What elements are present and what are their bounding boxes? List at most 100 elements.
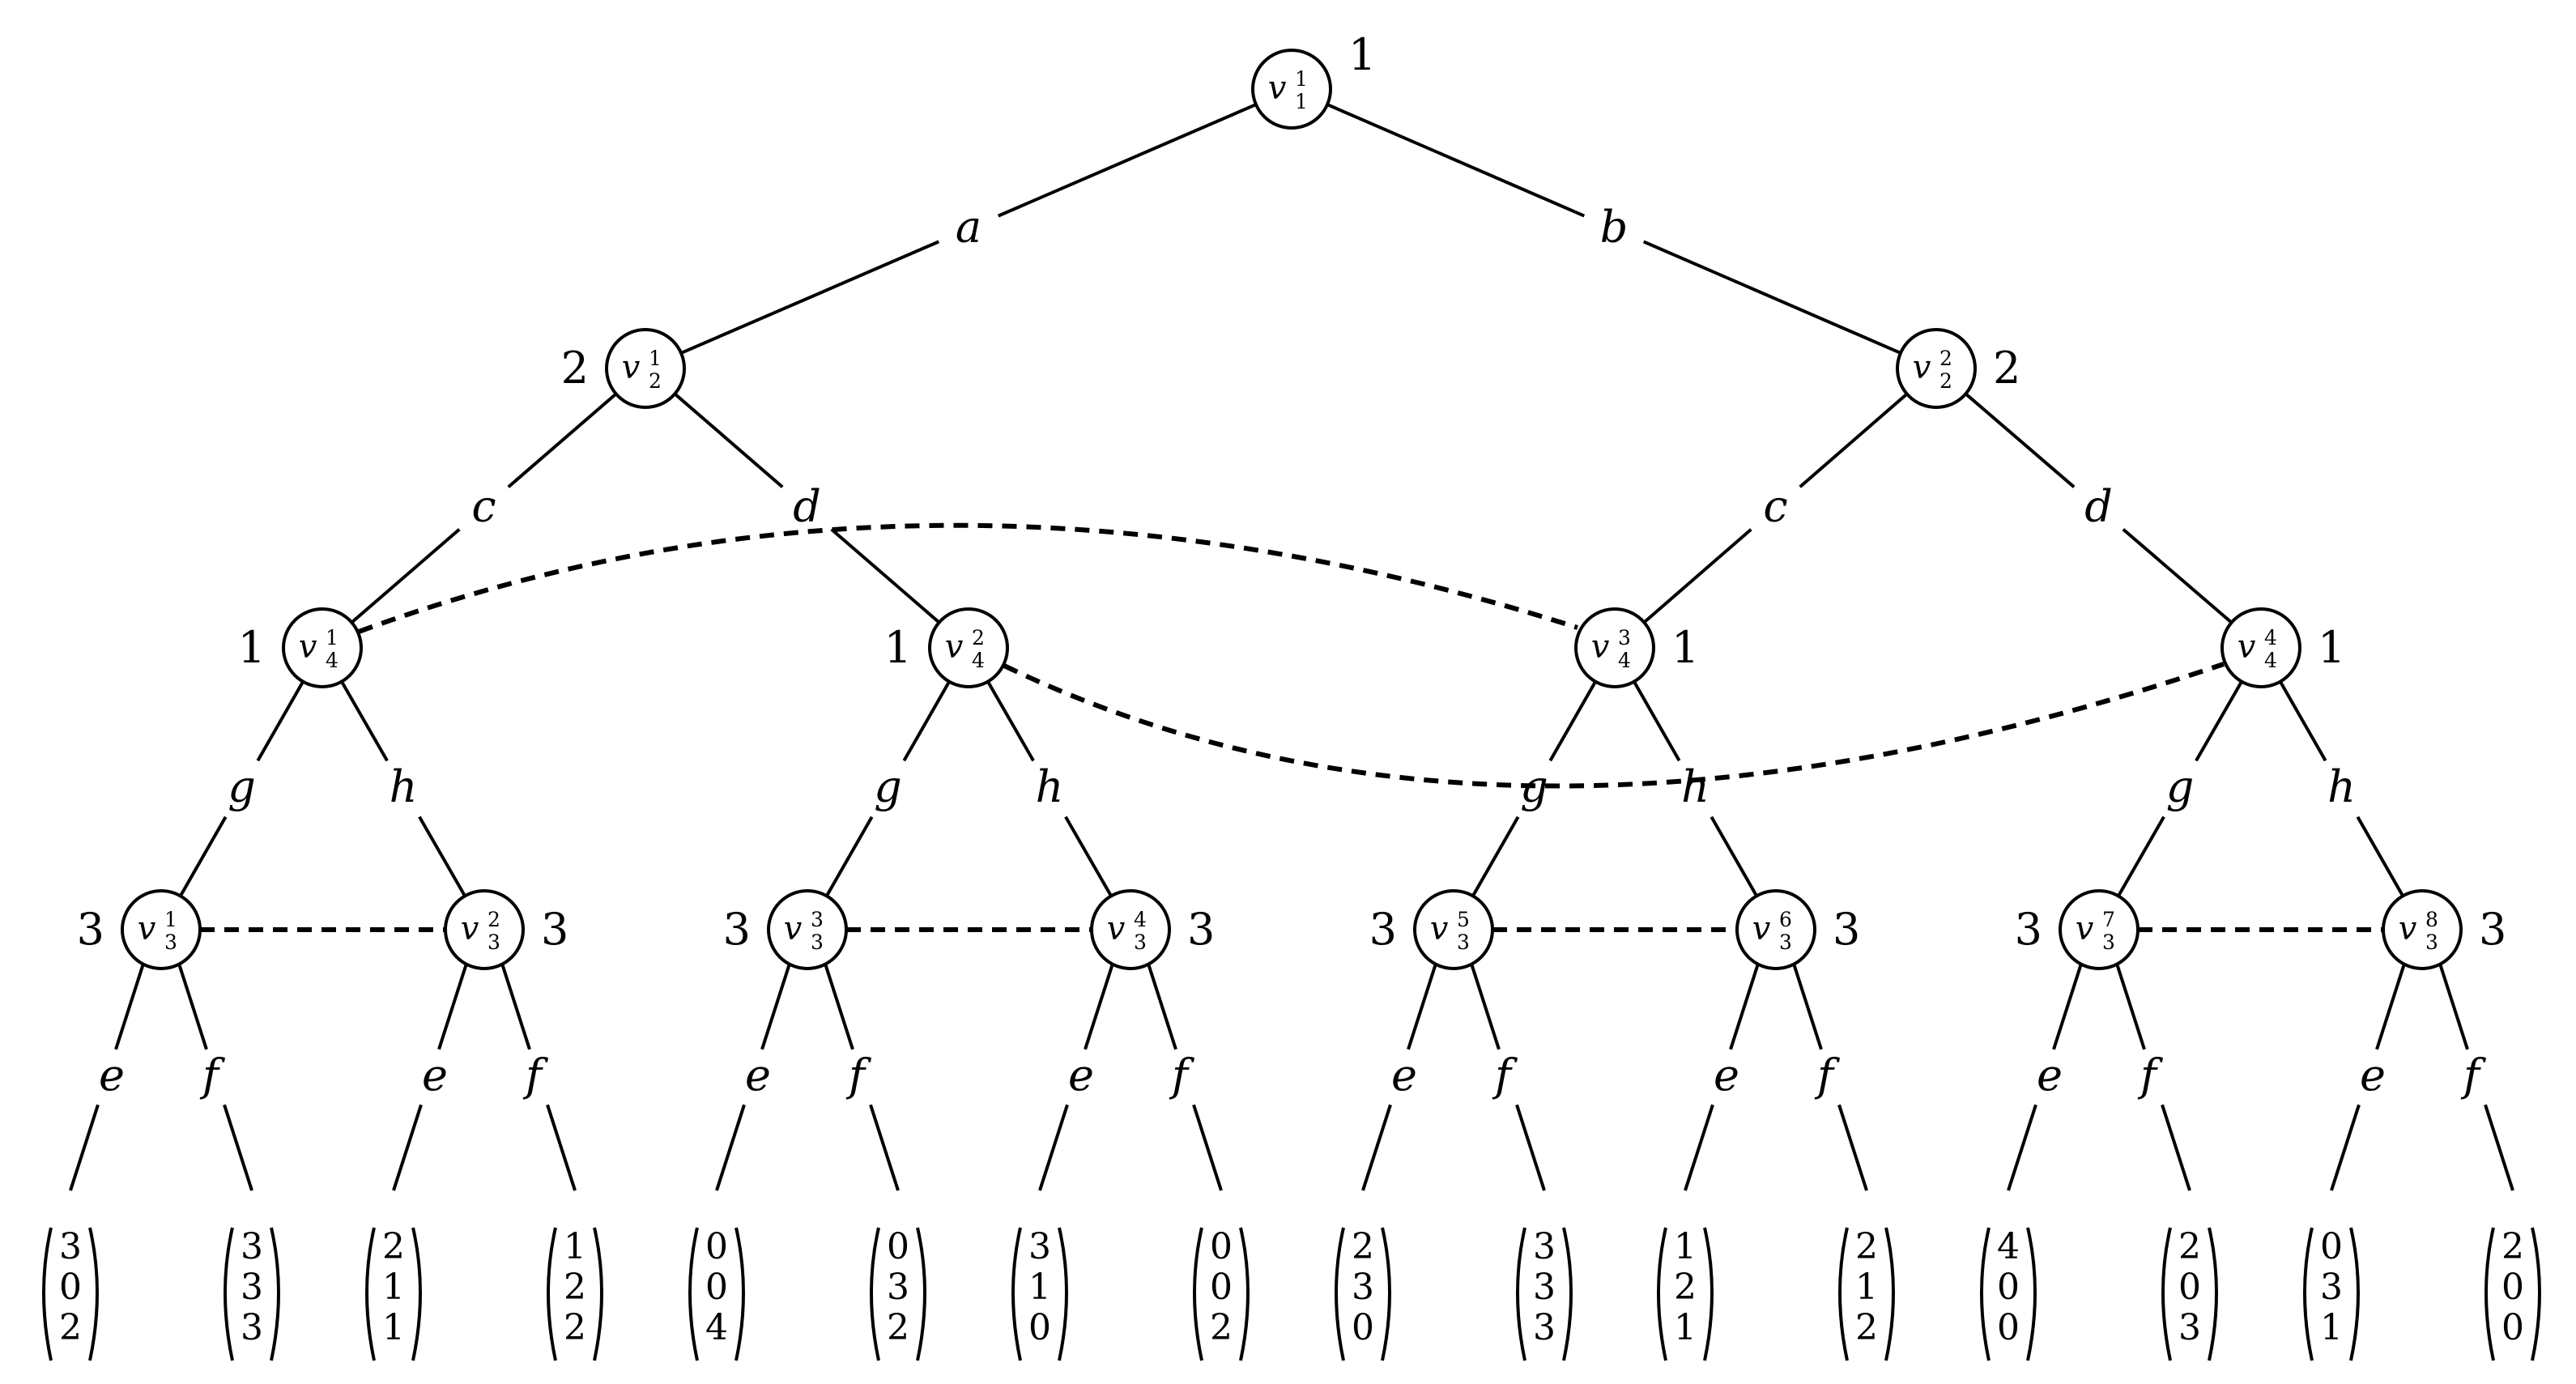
left-paren [547,1227,557,1361]
payoff-entry: 0 [1210,1267,1233,1308]
leaf-edge-segment [223,1104,253,1191]
player-label: 3 [1369,904,1397,955]
leaf-edge-segment [2484,1104,2514,1191]
payoff-vector: 200 [2484,1226,2541,1361]
action-label: h [1036,761,1064,812]
action-label: e [1714,1050,1739,1101]
leaf-edge-segment [2438,963,2469,1050]
leaf-edge-segment [500,963,531,1050]
leaf-edge-segment [869,1104,900,1191]
node-subscript: 1 [1295,90,1308,113]
node-circle [767,889,848,970]
node-circle [2220,607,2301,688]
left-paren [1838,1227,1849,1361]
payoff-entry: 1 [1028,1267,1051,1308]
action-label: f [1814,1050,1840,1101]
node-circle [1251,49,1332,130]
node-label: v [945,628,964,666]
action-label: e [745,1050,771,1101]
action-label: e [99,1050,125,1101]
player-label: 3 [2479,904,2506,955]
action-label: e [2037,1050,2063,1101]
leaf-edge-segment [1038,1104,1069,1191]
information-set-line [357,522,1578,634]
right-paren [2349,1227,2360,1361]
leaf-edge-segment [2007,1104,2037,1191]
right-paren [916,1227,926,1361]
left-paren [870,1227,880,1361]
right-paren [1058,1227,1068,1361]
payoff-entry: 3 [1533,1267,1556,1308]
tree-edge-segment [1633,680,1681,762]
node-subscript: 2 [649,369,662,393]
action-label: c [471,481,496,532]
node-subscript: 4 [972,649,985,672]
action-label: f [522,1050,548,1101]
node-circle [121,889,202,970]
node-label: v [138,910,156,948]
node-superscript: 6 [1779,908,1792,931]
action-label: e [2360,1050,2386,1101]
tree-edge-segment [830,528,940,624]
action-label: g [2166,761,2195,812]
tree-edge-segment [418,815,466,897]
tree-edge-segment [179,815,228,897]
node-circle [1574,607,1655,688]
payoff-entry: 2 [887,1307,909,1348]
left-paren [1516,1227,1526,1361]
player-label: 1 [1671,622,1699,673]
node-circle [1413,889,1494,970]
node-circle [2059,889,2140,970]
tree-edge-segment [674,392,784,488]
payoff-vector: 310 [1011,1226,1068,1361]
node-subscript: 3 [1457,930,1470,954]
payoff-entry: 0 [2501,1307,2524,1348]
payoff-vector: 002 [1193,1226,1250,1361]
right-paren [2026,1227,2037,1361]
leaf-edge-segment [1792,963,1823,1050]
node-label: v [461,910,479,948]
node-circle [444,889,525,970]
left-paren [42,1227,53,1361]
payoff-vector: 031 [2303,1226,2360,1361]
payoff-entry: 3 [1028,1226,1051,1267]
action-label: e [1068,1050,1094,1101]
tree-edge-segment [2117,815,2165,897]
payoff-vector: 212 [1838,1226,1895,1361]
player-label: 1 [884,622,912,673]
node-circle [605,328,686,409]
left-paren [2484,1227,2495,1361]
node-superscript: 5 [1457,908,1470,931]
node-label: v [1268,70,1287,107]
left-paren [1011,1227,1022,1361]
payoff-entry: 0 [2178,1267,2201,1308]
payoff-entry: 0 [1997,1307,2020,1348]
left-paren [2303,1227,2314,1361]
leaf-edge-segment [1361,1104,1392,1191]
node-circle [2382,889,2463,970]
node-subscript: 4 [326,649,338,672]
action-label: a [956,202,981,253]
payoff-entry: 2 [1210,1307,1233,1348]
tree-edge-segment [1326,103,1586,218]
node-superscript: 1 [326,626,338,649]
left-paren [2161,1227,2172,1361]
node-subscript: 4 [1618,649,1631,672]
action-label: d [793,481,821,532]
node-superscript: 1 [164,908,177,931]
node-superscript: 4 [1134,908,1147,931]
tree-edge-segment [340,680,389,762]
node-label: v [1107,910,1126,948]
node-label: v [2399,910,2417,948]
player-label: 3 [541,904,568,955]
payoff-vector: 400 [1980,1226,2037,1361]
node-label: v [1591,628,1610,666]
